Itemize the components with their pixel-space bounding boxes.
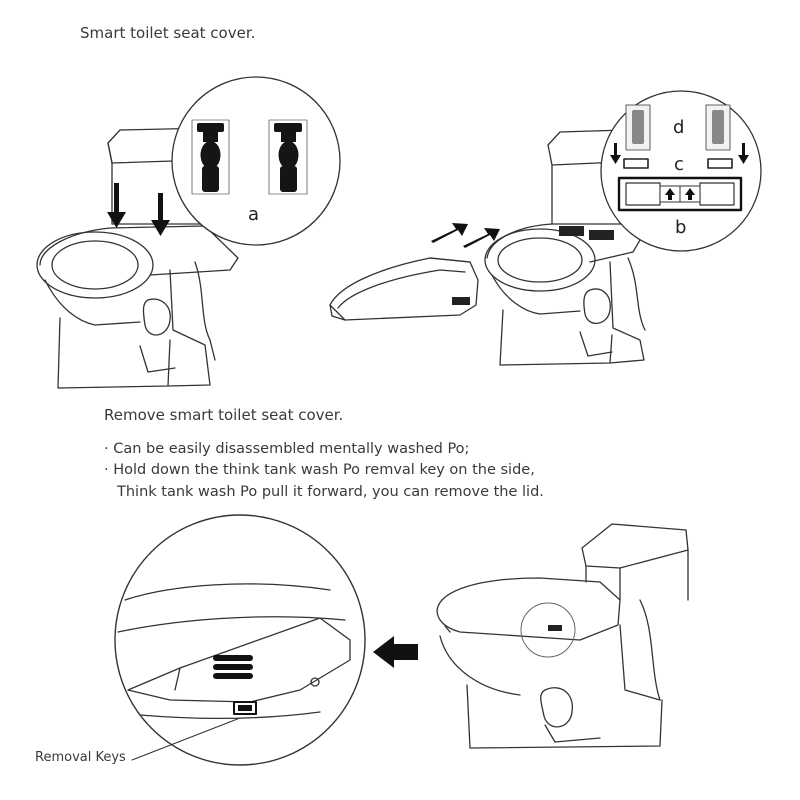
removal-key-icon xyxy=(233,701,257,715)
toilet-illustration-2 xyxy=(484,129,646,366)
down-arrow-icon xyxy=(107,183,170,236)
seat-illustration xyxy=(329,257,479,321)
instruction-line-2: · Hold down the think tank wash Po remva… xyxy=(104,462,535,478)
mounting-plate-icon xyxy=(617,176,743,212)
removal-keys-leader-line xyxy=(131,717,241,761)
down-arrow-icon xyxy=(610,143,749,164)
vent-icon xyxy=(213,655,253,679)
toilet-illustration-3 xyxy=(436,523,689,749)
small-bracket-icon xyxy=(623,158,733,169)
label-d: d xyxy=(673,117,684,138)
mounting-bracket-icon xyxy=(559,226,614,240)
magnified-detail xyxy=(114,514,366,766)
instruction-line-3: Think tank wash Po pull it forward, you … xyxy=(117,484,544,500)
section-title: Remove smart toilet seat cover. xyxy=(104,406,344,424)
screw-icon xyxy=(632,110,724,144)
left-arrow-icon xyxy=(373,636,418,668)
rubber-plug-icon xyxy=(197,123,302,192)
removal-keys-label: Removal Keys xyxy=(35,750,126,765)
page-title: Smart toilet seat cover. xyxy=(80,24,256,42)
label-a: a xyxy=(248,204,259,225)
label-b: b xyxy=(675,217,686,238)
up-arrow-icon xyxy=(665,188,695,200)
label-c: c xyxy=(674,154,684,175)
push-arrow-icon xyxy=(431,223,500,248)
callout-a xyxy=(171,76,341,246)
instruction-line-1: · Can be easily disassembled mentally wa… xyxy=(104,441,470,457)
